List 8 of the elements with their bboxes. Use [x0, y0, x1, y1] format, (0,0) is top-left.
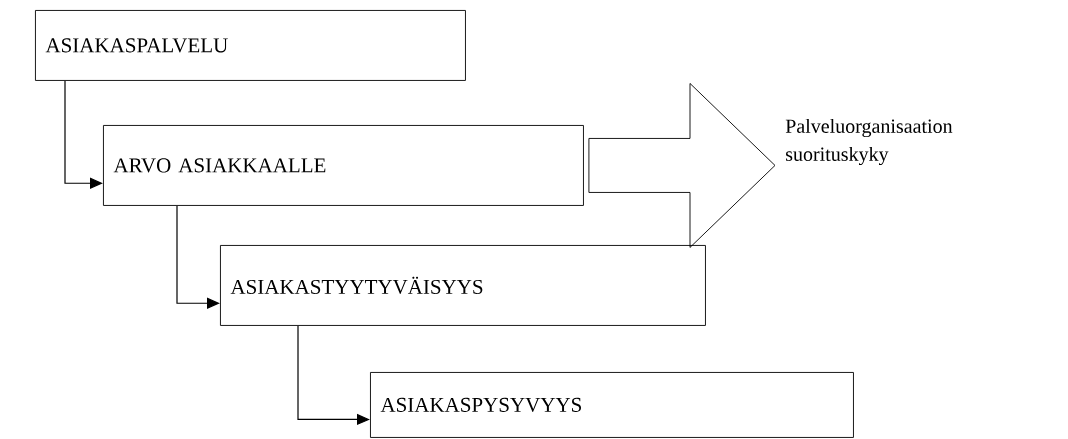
elbow-arrow: [176, 205, 220, 309]
process-box: ARVO ASIAKKAALLE: [103, 125, 584, 206]
block-arrow: [588, 83, 776, 248]
result-text: Palveluorganisaation suorituskyky: [785, 118, 953, 166]
process-box: ASIAKASPALVELU: [35, 10, 466, 81]
process-box: ASIAKASPYSYVYYS: [370, 372, 854, 438]
elbow-arrow: [64, 80, 103, 189]
process-box: ASIAKASTYYTYVÄISYYS: [220, 245, 706, 326]
